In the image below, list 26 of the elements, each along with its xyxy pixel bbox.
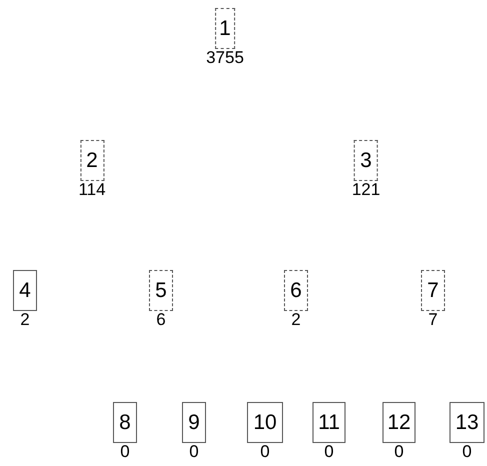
node-box: 8 bbox=[113, 402, 137, 443]
node-value: 3755 bbox=[206, 49, 244, 66]
node-value: 121 bbox=[352, 181, 380, 198]
node-value: 0 bbox=[462, 443, 472, 460]
node-box: 12 bbox=[382, 402, 416, 443]
node-value: 2 bbox=[291, 311, 301, 328]
node-value: 7 bbox=[428, 311, 438, 328]
node-value: 0 bbox=[324, 443, 334, 460]
node-box: 10 bbox=[247, 402, 283, 443]
node-box: 11 bbox=[312, 402, 346, 443]
node-box: 13 bbox=[450, 402, 484, 443]
node-box: 6 bbox=[284, 270, 308, 311]
node-value: 6 bbox=[156, 311, 166, 328]
node-box: 2 bbox=[80, 140, 104, 181]
node-box: 5 bbox=[149, 270, 173, 311]
node-box: 4 bbox=[13, 270, 37, 311]
node-value: 0 bbox=[394, 443, 404, 460]
node-value: 0 bbox=[260, 443, 270, 460]
node-box: 7 bbox=[421, 270, 445, 311]
node-value: 0 bbox=[189, 443, 199, 460]
node-box: 3 bbox=[354, 140, 378, 181]
node-value: 0 bbox=[120, 443, 130, 460]
node-value: 114 bbox=[78, 181, 106, 198]
node-box: 9 bbox=[182, 402, 206, 443]
node-value: 2 bbox=[20, 311, 30, 328]
node-box: 1 bbox=[215, 8, 235, 49]
